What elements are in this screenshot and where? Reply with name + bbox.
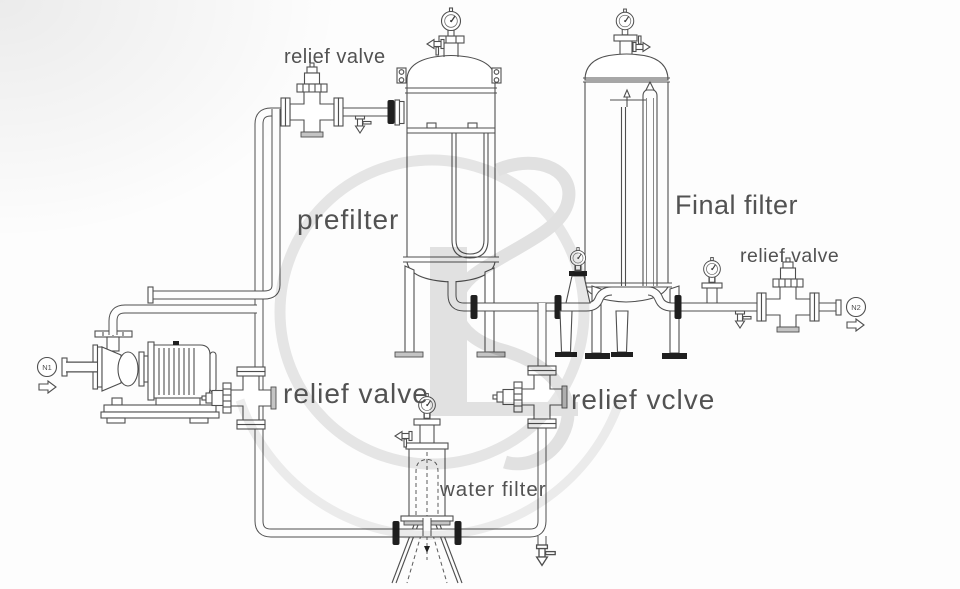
- prefilter-cartridge: [451, 133, 489, 259]
- clamp-outlet: [674, 295, 682, 319]
- clamp-transfer-1: [470, 295, 478, 319]
- label-water-filter: water filter: [439, 478, 547, 501]
- dome-clamp-left: [396, 67, 407, 84]
- prefilter-leg-left: [404, 265, 415, 353]
- label-prefilter: prefilter: [297, 204, 399, 235]
- dome-clamp-right: [491, 67, 502, 84]
- outlet-marker: N2: [845, 296, 867, 333]
- logo-watermark: [235, 154, 625, 540]
- prefilter-vent-valve: [426, 38, 445, 56]
- outlet-pressure-gauge: [703, 256, 721, 283]
- outlet-marker-label: N2: [851, 303, 861, 312]
- pipe-end-cap: [147, 286, 154, 304]
- water-filter-head: [394, 392, 441, 448]
- motor-front-plate: [147, 341, 155, 401]
- outlet-end-cap: [835, 299, 842, 316]
- inlet-flow-arrow: [38, 379, 57, 395]
- final-filter-dome: [584, 53, 669, 81]
- sample-valve-header: [354, 115, 372, 134]
- drain-valve-bottom: [535, 544, 556, 567]
- relief-valve-2: [756, 257, 820, 333]
- final-filter-pressure-gauge: [615, 8, 635, 36]
- outlet-flow-arrow: [846, 317, 865, 333]
- inlet-marker-label: N1: [42, 363, 52, 372]
- label-relief-valve-right: relief valve: [740, 245, 839, 267]
- prefilter-inlet-flange: [394, 99, 405, 126]
- clamp-prefilter-inlet: [387, 100, 395, 124]
- prefilter-pressure-gauge: [440, 7, 462, 37]
- motor-eyebolt: [173, 341, 179, 345]
- sample-valve-outlet: [734, 310, 752, 329]
- prefilter-dome: [406, 54, 496, 94]
- prefilter-head: [426, 7, 465, 57]
- motor-body: [153, 344, 211, 399]
- inlet-marker: N1: [36, 356, 58, 395]
- pipe-support-2: [610, 310, 634, 358]
- outlet-gauge-stand: [701, 256, 723, 303]
- label-relief-valve-center: relief vclve: [571, 384, 715, 415]
- final-filter-vessel: [581, 53, 687, 359]
- pump-unit: [61, 330, 220, 424]
- label-relief-valve-bottom-left: relief valve: [283, 378, 429, 409]
- label-final-filter: Final filter: [675, 190, 798, 220]
- pump-casing: [101, 346, 122, 392]
- final-filter-head: [613, 8, 651, 54]
- label-relief-valve-top-left: relief valve: [284, 46, 386, 68]
- filter-cartridges: [610, 80, 658, 286]
